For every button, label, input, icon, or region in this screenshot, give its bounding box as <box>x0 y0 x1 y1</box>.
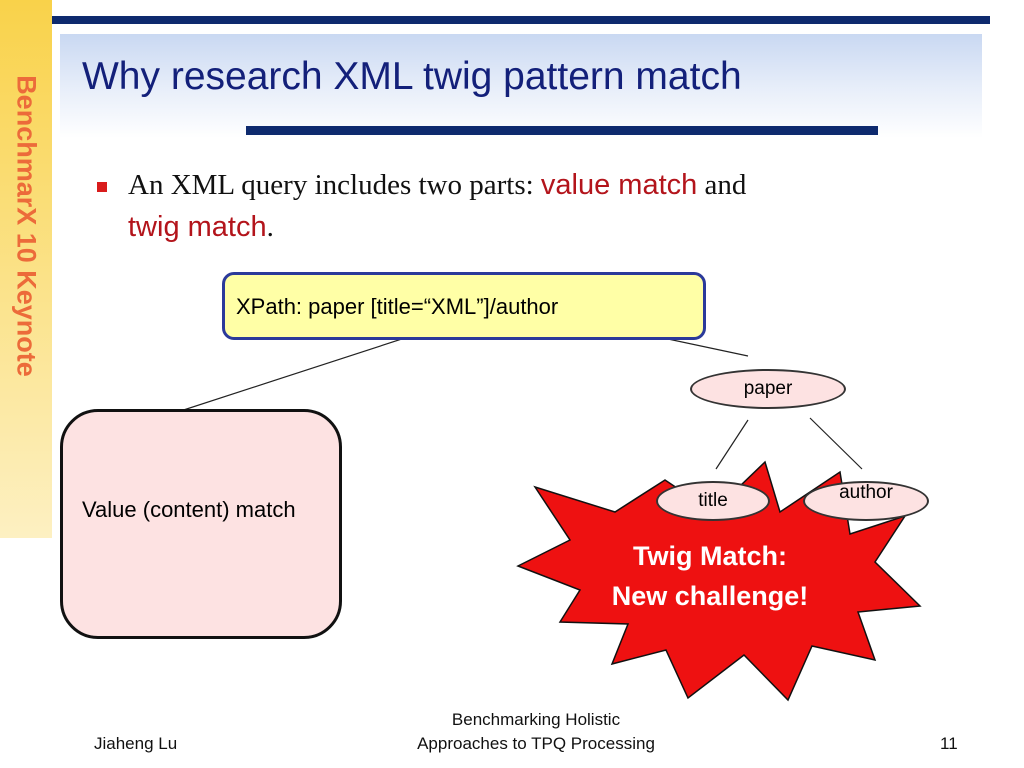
tree-node-paper: paper <box>690 369 846 409</box>
callout-text: Twig Match: New challenge! <box>560 536 860 616</box>
slide-title: Why research XML twig pattern match <box>82 55 742 98</box>
footer-title-line-1: Benchmarking Holistic <box>451 710 621 729</box>
value-match-label: Value (content) match <box>82 497 296 522</box>
title-band <box>60 34 982 138</box>
footer-author: Jiaheng Lu <box>94 734 178 753</box>
callout-line-1: Twig Match: <box>633 541 787 571</box>
bullet-paragraph: An XML query includes two parts: value m… <box>128 164 958 248</box>
highlight-twig-match: twig match <box>128 211 267 243</box>
twig-callout-starburst <box>516 460 922 702</box>
value-match-box <box>60 409 342 639</box>
highlight-value-match: value match <box>540 169 698 201</box>
tree-node-title: title <box>656 481 770 521</box>
tree-edge-paper-author <box>809 417 863 470</box>
bullet-marker <box>97 182 107 192</box>
sidebar-banner: BenchmarX 10 Keynote <box>0 0 52 538</box>
callout-line-2: New challenge! <box>611 581 809 611</box>
bullet-text-before: An XML query includes two parts: <box>128 169 541 201</box>
tree-node-author: author <box>803 481 929 521</box>
top-rule <box>52 16 990 24</box>
title-underline-navy-bar-real <box>246 126 878 135</box>
footer-title-line-2: Approaches to TPQ Processing <box>417 734 655 753</box>
bullet-text-middle: and <box>697 169 747 201</box>
xpath-box <box>222 272 706 340</box>
bullet-text-after: . <box>266 211 274 243</box>
xpath-label: XPath: paper [title=“XML”]/author <box>236 294 559 319</box>
footer-page-number: 11 <box>940 734 958 753</box>
tree-edge-paper-title <box>715 419 749 470</box>
